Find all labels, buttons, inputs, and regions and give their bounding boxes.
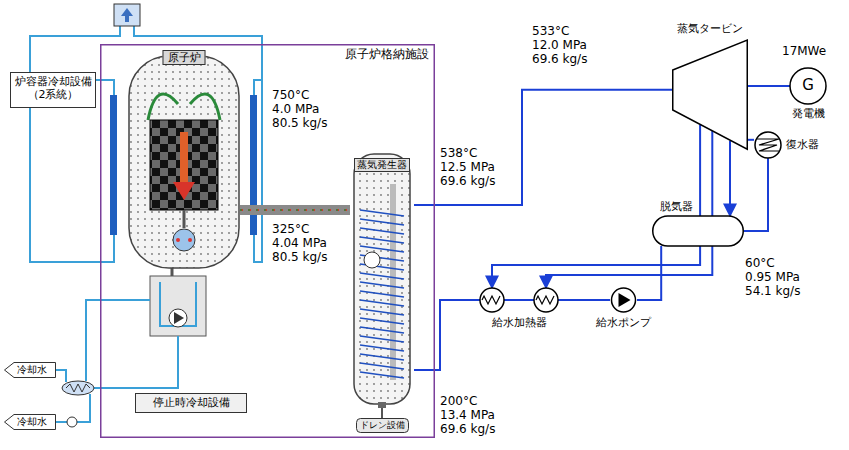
cooling-water-tag: 冷却水 bbox=[4, 414, 56, 430]
node-label: 給水ポンプ bbox=[596, 316, 651, 329]
node-label: 蒸気タービン bbox=[677, 22, 743, 35]
node-label: 給水加熱器 bbox=[492, 316, 547, 329]
condition-value: 12.0 MPa bbox=[532, 38, 587, 52]
steam-generator: 蒸気発生器 bbox=[350, 150, 414, 408]
feedwater-pump: 給水ポンプ bbox=[592, 286, 655, 334]
connector-stroke bbox=[729, 141, 731, 216]
condition-value: 0.95 MPa bbox=[745, 270, 800, 284]
pipe-line bbox=[748, 86, 790, 87]
condition-group: 17MWe bbox=[782, 44, 826, 58]
condition-group: 60°C0.95 MPa54.1 kg/s bbox=[745, 256, 800, 298]
pipe-line bbox=[744, 158, 768, 231]
condition-value: 80.5 kg/s bbox=[272, 116, 327, 130]
feedwater-heater: 給水加熱器 bbox=[472, 286, 566, 334]
deaerator-tank: 脱気器 bbox=[652, 200, 744, 250]
connector-stroke bbox=[748, 85, 790, 87]
containment-boundary: 原子炉格納施設 原子炉蒸気発生器停止時冷却設備ドレン設備 bbox=[100, 44, 435, 438]
connector-stroke bbox=[414, 90, 672, 205]
cooling-water-tag: 冷却水 bbox=[4, 362, 56, 378]
connector-stroke bbox=[492, 125, 700, 288]
condition-value: 4.0 MPa bbox=[272, 102, 327, 116]
node-label: 原子炉格納施設 bbox=[345, 47, 429, 61]
connector-stroke bbox=[414, 300, 480, 370]
pipe-line bbox=[546, 131, 712, 288]
condenser-symbol: 復水器 bbox=[754, 128, 826, 162]
pipe-line bbox=[637, 246, 661, 300]
steam-turbine-outline bbox=[672, 22, 748, 150]
system-label: 停止時冷却設備 bbox=[135, 393, 247, 413]
condition-group: 200°C13.4 MPa69.6 kg/s bbox=[440, 394, 495, 436]
generator-symbol: G 発電機 bbox=[788, 66, 828, 124]
pipe-line bbox=[558, 299, 610, 300]
connector-stroke bbox=[546, 131, 712, 288]
condition-value: 17MWe bbox=[782, 44, 826, 58]
condition-value: 533°C bbox=[532, 24, 587, 38]
pipe-line bbox=[492, 125, 700, 288]
reactor-vessel: 原子炉 bbox=[128, 48, 240, 270]
condition-value: 4.04 MPa bbox=[272, 236, 327, 250]
condition-value: 54.1 kg/s bbox=[745, 284, 800, 298]
condition-group: 533°C12.0 MPa69.6 kg/s bbox=[532, 24, 587, 66]
node-label: ドレン設備 bbox=[360, 420, 405, 431]
coaxial-duct bbox=[240, 210, 350, 211]
connector-stroke bbox=[558, 299, 610, 301]
connector-stroke bbox=[744, 158, 768, 231]
node-label: 炉容器冷却設備 （2系統） bbox=[14, 75, 92, 101]
condition-value: 80.5 kg/s bbox=[272, 250, 327, 264]
condition-value: 750°C bbox=[272, 88, 327, 102]
connector-stroke bbox=[748, 139, 754, 141]
vessel-cooler bbox=[114, 4, 140, 26]
pipe-line bbox=[414, 90, 672, 205]
condition-value: 200°C bbox=[440, 394, 495, 408]
pipe-line bbox=[414, 300, 480, 370]
pipe-line bbox=[748, 139, 754, 140]
pipe-line bbox=[730, 141, 731, 216]
condition-value: 12.5 MPa bbox=[440, 160, 495, 174]
condition-group: 325°C4.04 MPa80.5 kg/s bbox=[272, 222, 327, 264]
condition-value: 325°C bbox=[272, 222, 327, 236]
condition-value: 13.4 MPa bbox=[440, 408, 495, 422]
condition-value: 60°C bbox=[745, 256, 800, 270]
equipment-box: 炉容器冷却設備 （2系統） bbox=[10, 72, 96, 108]
reactor-vessel-outline bbox=[128, 48, 240, 270]
node-label: 脱気器 bbox=[660, 200, 693, 213]
node-label: 冷却水 bbox=[17, 416, 47, 428]
condition-value: 69.6 kg/s bbox=[440, 422, 495, 436]
steam-turbine: 蒸気タービン bbox=[672, 22, 748, 150]
condition-value: 69.6 kg/s bbox=[440, 174, 495, 188]
connector-stroke bbox=[240, 209, 350, 211]
condition-group: 750°C4.0 MPa80.5 kg/s bbox=[272, 88, 327, 130]
node-label: 冷却水 bbox=[17, 364, 47, 376]
node-label: G bbox=[802, 76, 814, 94]
shutdown-heat-exchanger bbox=[62, 381, 94, 427]
node-label: 停止時冷却設備 bbox=[153, 396, 230, 409]
condition-value: 69.6 kg/s bbox=[532, 52, 587, 66]
connector-stroke bbox=[240, 209, 350, 211]
drain-box: ドレン設備 bbox=[356, 418, 409, 433]
node-label: 蒸気発生器 bbox=[354, 158, 410, 172]
node-label: 発電機 bbox=[792, 107, 825, 120]
condition-group: 538°C12.5 MPa69.6 kg/s bbox=[440, 146, 495, 188]
connector-stroke bbox=[240, 205, 350, 215]
shutdown-cooling-unit bbox=[150, 266, 206, 336]
node-label: 原子炉 bbox=[163, 50, 206, 65]
connector-stroke bbox=[637, 246, 661, 300]
node-label: 復水器 bbox=[786, 138, 819, 151]
steam-generator-outline bbox=[350, 150, 414, 408]
condition-value: 538°C bbox=[440, 146, 495, 160]
